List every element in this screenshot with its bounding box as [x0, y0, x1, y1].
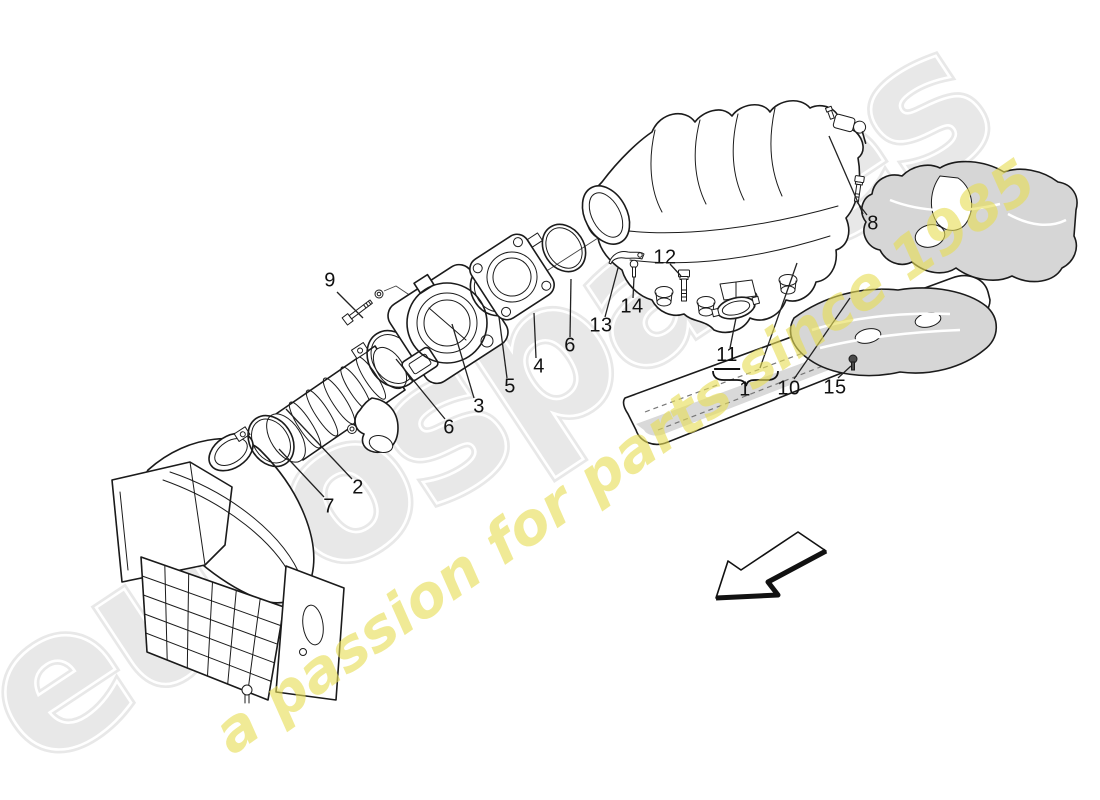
lid-seam: [169, 471, 303, 581]
cover-hole: [914, 224, 946, 248]
leader-line-3: [451, 323, 475, 399]
filter-outlet: [208, 432, 254, 472]
screw-14: [629, 259, 639, 278]
drain-fitting: [241, 684, 253, 696]
lattice-grid: [140, 556, 285, 701]
elbow-open-end: [368, 435, 394, 453]
leader-lines: [278, 135, 868, 498]
leader-line-8: [828, 135, 864, 215]
screw-15: [848, 354, 858, 371]
leader-line-10: [793, 297, 851, 380]
cover-cutout: [931, 175, 973, 231]
leader-line-6: [569, 278, 572, 338]
hose-clamp-7: [233, 414, 295, 468]
leader-line-12: [669, 263, 682, 277]
manifold-ports: [654, 274, 798, 317]
leader-line-4: [533, 312, 537, 359]
leader-line-2: [285, 408, 353, 480]
adapter-flange: [469, 233, 555, 321]
heat-shield-cover: [860, 160, 1078, 283]
bracket-13: [608, 251, 645, 265]
side-plate-bolt: [299, 648, 307, 656]
bolt-9: [341, 289, 384, 326]
watermark-brand: eurospares eurospares: [0, 0, 1030, 800]
bolt-12: [678, 269, 690, 302]
leader-line-6: [395, 358, 446, 420]
leader-line-5: [498, 316, 508, 379]
vacuum-fitting: [824, 105, 867, 145]
throttle-plate: [428, 307, 467, 341]
hose-open-end: [266, 413, 306, 463]
leader-line-13: [604, 267, 619, 318]
hose-stub-port: [347, 424, 357, 434]
leader-line-11: [729, 317, 737, 349]
air-filter-housing: [111, 432, 345, 704]
svg-text:eurospares: eurospares: [0, 0, 1026, 800]
leader-line-15: [837, 365, 852, 379]
leader-line-14: [632, 276, 635, 299]
manifold-inlet: [581, 185, 631, 245]
direction-arrow: [715, 531, 828, 601]
leader-line-9: [336, 291, 364, 319]
leader-line-1: [759, 262, 798, 369]
intake-manifold: [581, 100, 867, 334]
leader-line-7: [278, 448, 325, 498]
hose-clamp-6-upper: [526, 223, 587, 273]
manifold-gasket: [711, 279, 761, 320]
intake-hose: [266, 345, 408, 463]
washer-9: [374, 289, 384, 299]
side-plate-slot: [302, 604, 324, 646]
part-1-brace: [712, 370, 779, 387]
throttle-tab: [413, 273, 435, 295]
